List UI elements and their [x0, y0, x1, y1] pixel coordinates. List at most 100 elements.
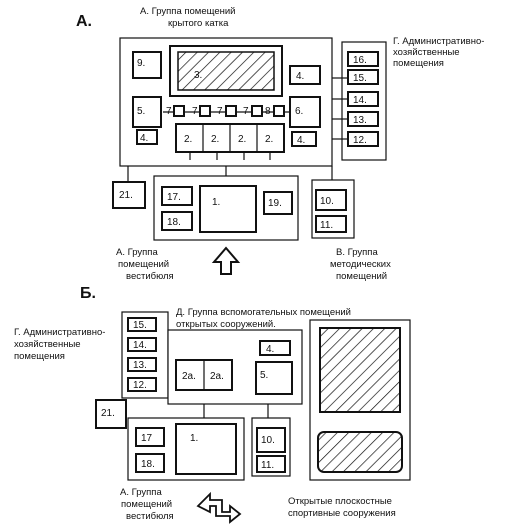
rink-ice-hatch	[177, 51, 275, 91]
group-a-title-line1: А. Группа помещений	[140, 6, 235, 17]
room-5	[132, 96, 162, 128]
room-21-a	[112, 181, 146, 209]
room-6	[289, 96, 321, 128]
room-19	[263, 191, 293, 215]
room-6-label: 6.	[295, 106, 303, 117]
group-vestibule-a-line1: А. Группа	[116, 247, 158, 258]
room-1-a	[199, 185, 257, 233]
section-a: А. А. Группа помещений крытого катка 3. …	[76, 6, 484, 282]
room-11-a-label: 11.	[320, 220, 333, 231]
room-13-a-label: 13.	[353, 115, 367, 126]
group-g-a-line1: Г. Административно-	[393, 36, 484, 47]
room-7c	[225, 105, 237, 117]
group-d-line2: открытых сооружений.	[176, 319, 276, 330]
room-4-b	[259, 340, 291, 356]
section-a-letter: А.	[76, 13, 92, 30]
room-16-label: 16.	[353, 55, 367, 66]
room-4-right-label: 4.	[297, 135, 305, 146]
room-12-b-label: 12.	[133, 380, 147, 391]
room-9	[132, 51, 162, 79]
room-18-a-label: 18.	[167, 217, 181, 228]
room-13-b-label: 13.	[133, 360, 147, 371]
room-10-b	[256, 427, 286, 453]
room-16	[347, 51, 379, 67]
room-21-a-label: 21.	[119, 190, 133, 201]
room-2a-second-label: 2а.	[210, 371, 224, 382]
room-15-a	[347, 69, 379, 85]
group-vestibule-a-line3: вестибюля	[126, 271, 174, 282]
room-2b-label: 2.	[211, 134, 219, 145]
room-15-b-label: 15.	[133, 320, 147, 331]
room-15-b	[127, 317, 157, 332]
group-a-title-line2: крытого катка	[168, 18, 229, 29]
room-11-b-label: 11.	[261, 460, 274, 471]
group-v-line1: В. Группа	[336, 247, 378, 258]
open-field-1	[319, 327, 401, 413]
room-4-left	[136, 129, 158, 145]
group-v-line3: помещений	[336, 271, 387, 282]
entrance-arrow-icon	[211, 246, 241, 275]
room-17-b	[135, 427, 165, 447]
room-1-a-label: 1.	[212, 197, 220, 208]
room-15-a-label: 15.	[353, 73, 367, 84]
room-11-a	[315, 215, 347, 233]
room-18-b-label: 18.	[141, 459, 155, 470]
open-field-2	[317, 431, 403, 473]
room-2d-label: 2.	[265, 134, 273, 145]
room-2a-label: 2.	[184, 134, 192, 145]
room-14-b-label: 14.	[133, 340, 147, 351]
section-b-letter: Б.	[80, 285, 96, 302]
group-g-a-line3: помещения	[393, 58, 444, 69]
group-g-b-line3: помещения	[14, 351, 65, 362]
group-g-b-line1: Г. Административно-	[14, 327, 105, 338]
room-9-label: 9.	[137, 58, 145, 69]
room-21-b-label: 21.	[101, 408, 115, 419]
open-fields-line1: Открытые плоскостные	[288, 496, 392, 507]
room-12-b	[127, 377, 157, 392]
open-fields-line2: спортивные сооружения	[288, 508, 396, 519]
room-7d-label: 7	[243, 106, 249, 117]
room-1-b	[175, 423, 237, 475]
room-4-b-label: 4.	[266, 344, 274, 355]
room-10-a-label: 10.	[320, 196, 334, 207]
room-17-a	[161, 186, 193, 206]
room-21-b	[95, 399, 127, 429]
room-18-a	[161, 211, 193, 231]
group-vestibule-b-line3: вестибюля	[126, 511, 174, 522]
room-14-a-label: 14.	[353, 95, 367, 106]
room-12-a-label: 12.	[353, 135, 367, 146]
group-g-b-line2: хозяйственные	[14, 339, 81, 350]
room-10-b-label: 10.	[261, 435, 275, 446]
room-13-b	[127, 357, 157, 372]
room-4-right	[291, 131, 317, 147]
room-8-label: 8	[265, 106, 271, 117]
group-vestibule-b-line1: А. Группа	[120, 487, 162, 498]
room-19-label: 19.	[268, 198, 282, 209]
room-5-b	[255, 361, 293, 395]
section-b: Б. Д. Группа вспомогательных помещений о…	[14, 285, 411, 524]
entrance-arrow-b-icon	[196, 491, 242, 524]
room-4-top-label: 4.	[296, 71, 304, 82]
room-17-a-label: 17.	[167, 192, 181, 203]
room-1-b-label: 1.	[190, 433, 198, 444]
room-17-b-label: 17	[141, 433, 153, 444]
room-5-b-label: 5.	[260, 370, 268, 381]
room-7c-label: 7	[217, 106, 223, 117]
room-4-left-label: 4.	[140, 133, 148, 144]
group-vestibule-b-line2: помещений	[121, 499, 172, 510]
room-10-a	[315, 189, 347, 211]
room-7a	[173, 105, 185, 117]
room-5-label: 5.	[137, 106, 145, 117]
group-v-line2: методических	[330, 259, 391, 270]
room-14-b	[127, 337, 157, 352]
room-11-b	[256, 455, 286, 473]
room-7a-label: 7	[166, 106, 172, 117]
room-3-label: 3.	[194, 70, 202, 81]
room-7b	[199, 105, 211, 117]
room-7b-label: 7	[192, 106, 198, 117]
group-vestibule-a-line2: помещений	[118, 259, 169, 270]
room-2c-label: 2.	[238, 134, 246, 145]
group-d-line1: Д. Группа вспомогательных помещений	[176, 307, 351, 318]
